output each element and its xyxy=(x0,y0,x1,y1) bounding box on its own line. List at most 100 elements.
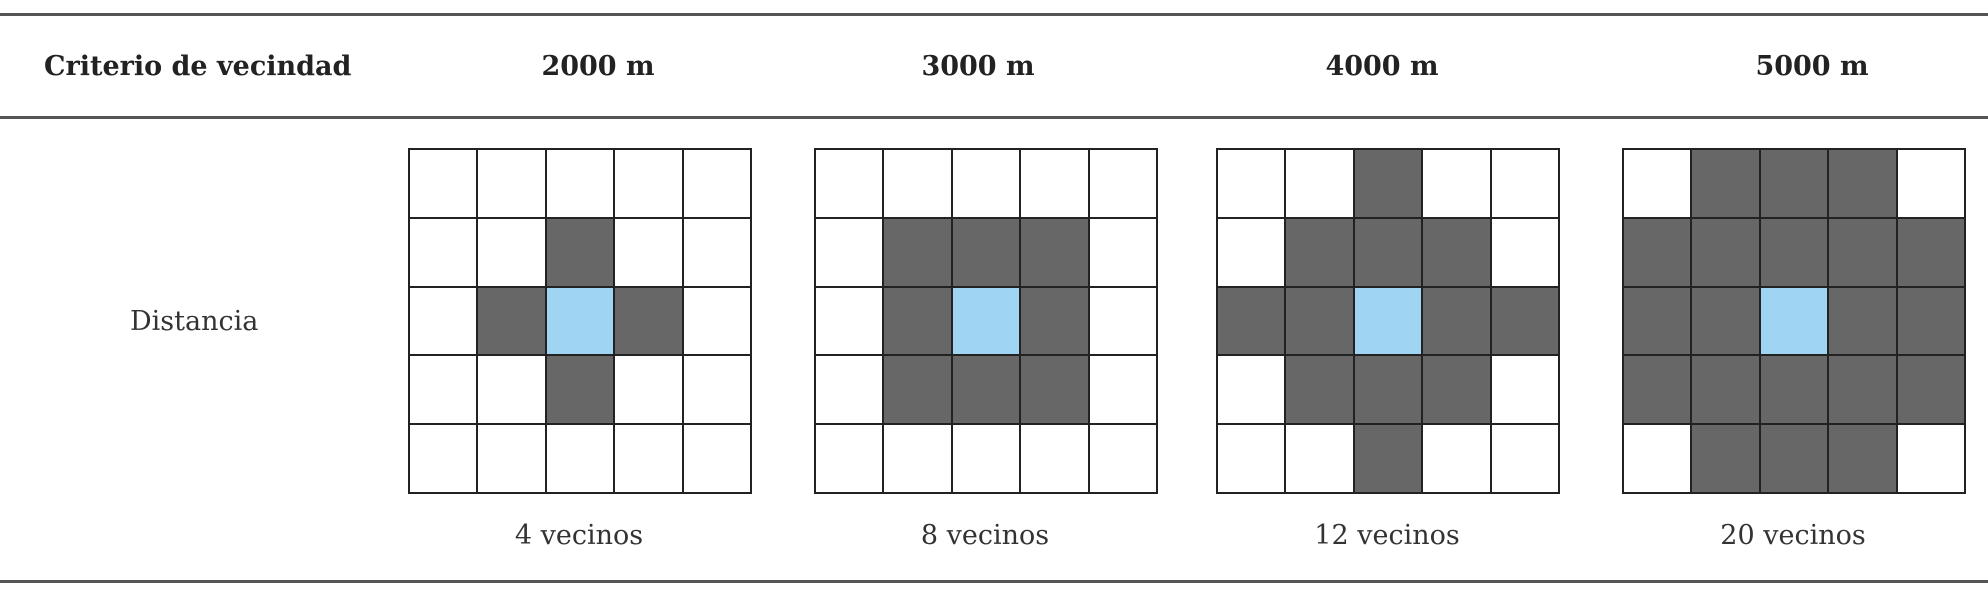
neighbor-cell xyxy=(1624,218,1691,286)
neighbor-cell xyxy=(884,287,951,355)
empty-cell xyxy=(1021,150,1088,217)
empty-cell xyxy=(683,218,750,286)
empty-cell xyxy=(478,425,545,492)
empty-cell xyxy=(478,150,545,217)
empty-cell xyxy=(884,425,951,492)
neighbor-cell xyxy=(1354,425,1422,492)
neighbor-cell xyxy=(615,287,682,355)
empty-cell xyxy=(1218,150,1285,217)
empty-cell xyxy=(410,356,477,424)
empty-cell xyxy=(615,356,682,424)
neighbor-cell xyxy=(1897,287,1964,355)
empty-cell xyxy=(1218,425,1285,492)
neighbor-cell xyxy=(1829,425,1896,492)
neighbor-cell xyxy=(1286,218,1353,286)
neighbor-cell xyxy=(1692,150,1759,217)
neighbor-cell xyxy=(1760,356,1828,424)
empty-cell xyxy=(1286,150,1353,217)
empty-cell xyxy=(1423,425,1490,492)
empty-cell xyxy=(1218,356,1285,424)
top-rule xyxy=(0,13,1988,16)
neighbor-cell xyxy=(1021,356,1088,424)
empty-cell xyxy=(816,218,883,286)
empty-cell xyxy=(683,287,750,355)
empty-cell xyxy=(884,150,951,217)
empty-cell xyxy=(478,218,545,286)
row-label-distancia: Distancia xyxy=(130,306,259,337)
empty-cell xyxy=(952,150,1020,217)
neighbor-cell xyxy=(952,356,1020,424)
caption-20-vecinos: 20 vecinos xyxy=(1720,520,1866,551)
empty-cell xyxy=(816,150,883,217)
empty-cell xyxy=(615,425,682,492)
center-cell xyxy=(546,287,614,355)
empty-cell xyxy=(1491,356,1558,424)
neighbor-cell xyxy=(952,218,1020,286)
empty-cell xyxy=(410,150,477,217)
neighbor-cell xyxy=(1760,218,1828,286)
empty-cell xyxy=(1624,425,1691,492)
center-cell xyxy=(1760,287,1828,355)
empty-cell xyxy=(683,425,750,492)
neighbor-cell xyxy=(1692,356,1759,424)
empty-cell xyxy=(1624,150,1691,217)
neighbor-cell xyxy=(1897,356,1964,424)
empty-cell xyxy=(546,425,614,492)
neighbor-cell xyxy=(1491,287,1558,355)
neighbor-cell xyxy=(884,218,951,286)
neighborhood-grid-2000m xyxy=(408,148,752,494)
empty-cell xyxy=(1423,150,1490,217)
header-5000m: 5000 m xyxy=(1755,51,1869,82)
empty-cell xyxy=(478,356,545,424)
empty-cell xyxy=(1089,150,1156,217)
neighbor-cell xyxy=(1897,218,1964,286)
neighbor-cell xyxy=(884,356,951,424)
neighbor-cell xyxy=(1692,287,1759,355)
neighbor-cell xyxy=(1692,218,1759,286)
empty-cell xyxy=(546,150,614,217)
header-2000m: 2000 m xyxy=(541,51,655,82)
neighbor-cell xyxy=(1692,425,1759,492)
caption-4-vecinos: 4 vecinos xyxy=(514,520,644,551)
neighbor-cell xyxy=(1624,287,1691,355)
neighbor-cell xyxy=(1829,218,1896,286)
neighbor-cell xyxy=(1829,150,1896,217)
center-cell xyxy=(1354,287,1422,355)
empty-cell xyxy=(1218,218,1285,286)
neighbor-cell xyxy=(1286,287,1353,355)
empty-cell xyxy=(410,425,477,492)
empty-cell xyxy=(1089,287,1156,355)
caption-12-vecinos: 12 vecinos xyxy=(1314,520,1460,551)
empty-cell xyxy=(816,287,883,355)
neighbor-cell xyxy=(1218,287,1285,355)
empty-cell xyxy=(1897,150,1964,217)
neighbor-cell xyxy=(1829,356,1896,424)
empty-cell xyxy=(1491,425,1558,492)
bottom-rule xyxy=(0,580,1988,583)
neighbor-cell xyxy=(1354,356,1422,424)
neighborhood-grid-4000m xyxy=(1216,148,1560,494)
neighbor-cell xyxy=(1354,218,1422,286)
caption-8-vecinos: 8 vecinos xyxy=(920,520,1050,551)
header-4000m: 4000 m xyxy=(1325,51,1439,82)
header-criterio: Criterio de vecindad xyxy=(44,51,352,82)
neighbor-cell xyxy=(1423,287,1490,355)
neighbor-cell xyxy=(1286,356,1353,424)
empty-cell xyxy=(1491,150,1558,217)
empty-cell xyxy=(816,356,883,424)
empty-cell xyxy=(1089,356,1156,424)
neighbor-cell xyxy=(1829,287,1896,355)
empty-cell xyxy=(683,356,750,424)
empty-cell xyxy=(410,287,477,355)
empty-cell xyxy=(1089,425,1156,492)
empty-cell xyxy=(1089,218,1156,286)
empty-cell xyxy=(683,150,750,217)
empty-cell xyxy=(410,218,477,286)
center-cell xyxy=(952,287,1020,355)
empty-cell xyxy=(1897,425,1964,492)
empty-cell xyxy=(615,218,682,286)
header-3000m: 3000 m xyxy=(921,51,1035,82)
header-rule xyxy=(0,116,1988,119)
neighborhood-grid-3000m xyxy=(814,148,1158,494)
neighbor-cell xyxy=(1423,218,1490,286)
